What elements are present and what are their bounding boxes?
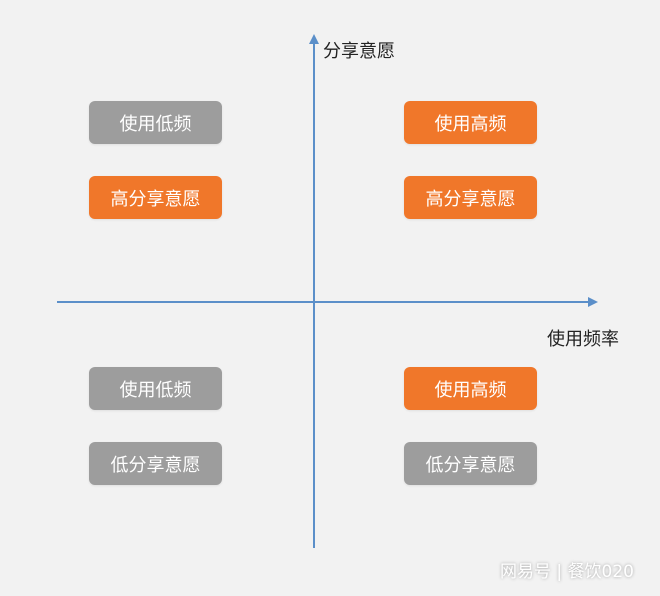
y-axis-label: 分享意愿 — [323, 41, 395, 62]
bottom-left-usage-tag: 使用低频 — [89, 367, 222, 410]
bottom-left-share-tag: 低分享意愿 — [89, 442, 222, 485]
bottom-right-usage-tag: 使用高频 — [404, 367, 537, 410]
x-axis-label: 使用频率 — [547, 329, 619, 350]
top-left-share-tag: 高分享意愿 — [89, 176, 222, 219]
top-right-usage-tag: 使用高频 — [404, 101, 537, 144]
watermark-text: 网易号 | 餐饮020 — [500, 562, 634, 582]
bottom-right-share-tag: 低分享意愿 — [404, 442, 537, 485]
top-right-share-tag: 高分享意愿 — [404, 176, 537, 219]
top-left-usage-tag: 使用低频 — [89, 101, 222, 144]
